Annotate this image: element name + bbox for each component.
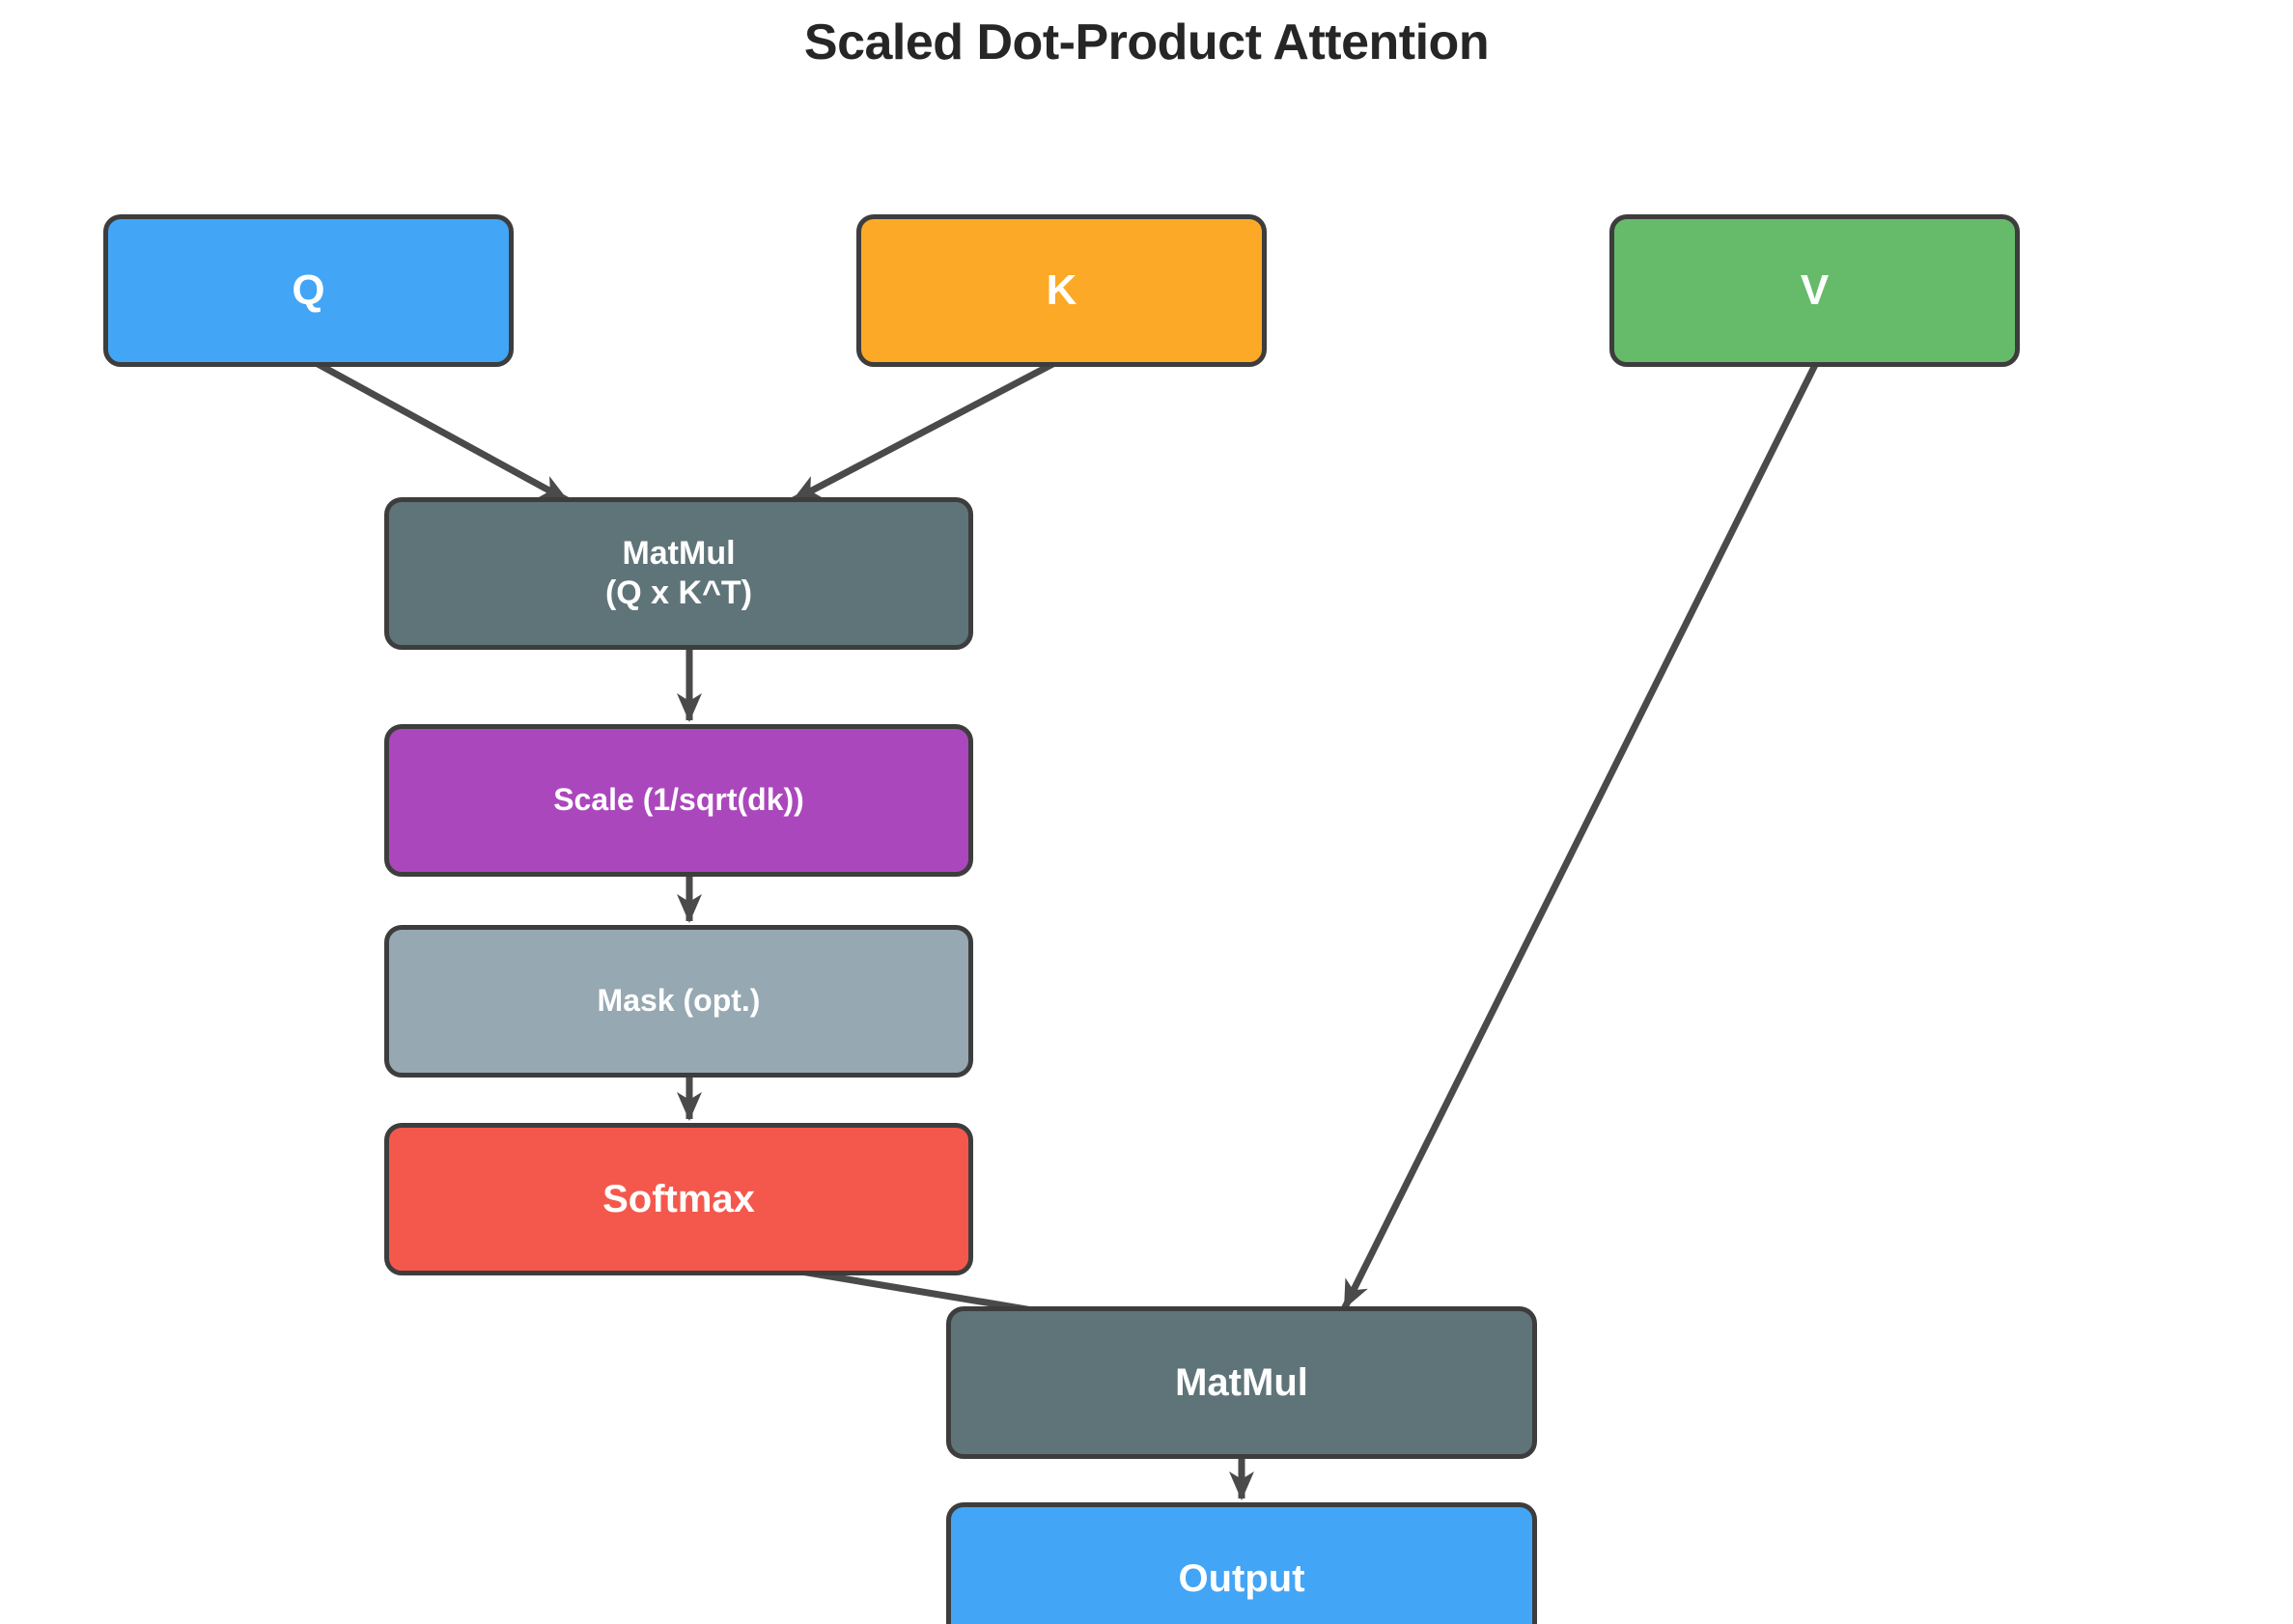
node-matmul2[interactable]: MatMul	[946, 1306, 1537, 1459]
node-label-wrap-softmax: Softmax	[602, 1176, 755, 1223]
node-label-matmul2: MatMul	[1175, 1360, 1308, 1404]
node-label-softmax: Softmax	[602, 1177, 755, 1220]
node-label-output: Output	[1178, 1556, 1305, 1600]
node-label-matmul1: MatMul	[622, 534, 736, 572]
arrowhead-icon-matmul1-scale	[677, 693, 702, 722]
node-label-wrap-mask: Mask (opt.)	[598, 982, 761, 1020]
node-scale[interactable]: Scale (1/sqrt(dk))	[384, 724, 973, 877]
page-title: Scaled Dot-Product Attention	[803, 14, 1490, 70]
node-label-v: V	[1800, 266, 1830, 315]
node-label-wrap-v: V	[1801, 265, 1829, 317]
node-label-wrap-output: Output	[1178, 1555, 1304, 1603]
node-label-wrap-q: Q	[292, 265, 324, 317]
node-label-q: Q	[292, 266, 325, 315]
node-matmul1[interactable]: MatMul(Q x K^T)	[384, 497, 973, 650]
arrowhead-icon-scale-mask	[677, 894, 702, 923]
node-output[interactable]: Output	[946, 1502, 1537, 1624]
node-k[interactable]: K	[856, 214, 1267, 367]
node-label-wrap-matmul1: MatMul(Q x K^T)	[605, 534, 752, 614]
node-mask[interactable]: Mask (opt.)	[384, 925, 973, 1078]
edge-k-matmul1	[790, 355, 1064, 505]
node-sublabel-matmul1: (Q x K^T)	[604, 574, 753, 611]
edge-v-matmul2	[1340, 363, 1819, 1311]
arrowhead-icon-mask-softmax	[677, 1092, 702, 1121]
node-label-wrap-matmul2: MatMul	[1175, 1359, 1308, 1407]
arrowhead-icon-matmul2-output	[1229, 1471, 1254, 1500]
node-label-wrap-scale: Scale (1/sqrt(dk))	[553, 781, 804, 819]
node-label-mask: Mask (opt.)	[597, 983, 761, 1019]
node-softmax[interactable]: Softmax	[384, 1123, 973, 1275]
node-q[interactable]: Q	[103, 214, 514, 367]
node-label-scale: Scale (1/sqrt(dk))	[553, 782, 804, 818]
node-label-wrap-k: K	[1047, 265, 1077, 317]
node-v[interactable]: V	[1609, 214, 2020, 367]
edge-q-matmul1	[307, 355, 571, 505]
node-label-k: K	[1046, 266, 1077, 315]
